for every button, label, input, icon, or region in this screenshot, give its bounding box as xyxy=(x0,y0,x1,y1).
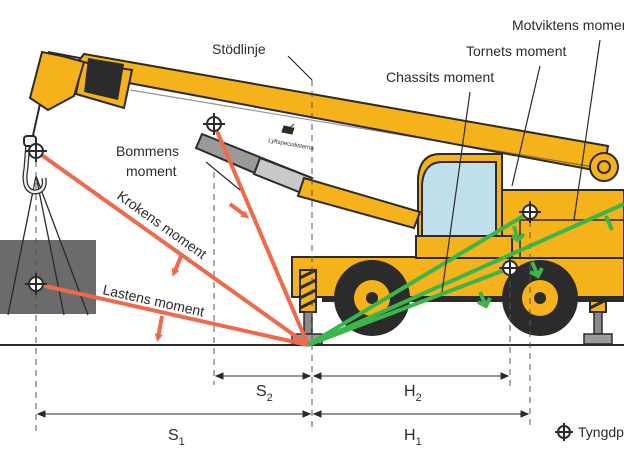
center-of-gravity-icon xyxy=(555,423,573,441)
green-moments xyxy=(306,202,624,347)
label-bommens-line2: moment xyxy=(126,163,177,179)
label-tornets-moment: Tornets moment xyxy=(466,43,566,59)
turntable xyxy=(415,235,513,259)
label-bommens-line1: Bommens xyxy=(116,143,179,159)
center-of-gravity-icon xyxy=(203,113,225,135)
label-krokens-moment: Krokens moment xyxy=(114,187,210,262)
legend: Tyngdpunkt xyxy=(555,423,624,441)
center-of-gravity-icon xyxy=(25,140,47,162)
dimension-s2: S2 xyxy=(256,383,273,404)
tower-pulley xyxy=(589,152,619,182)
hook-icon xyxy=(22,135,47,195)
dimension-lines xyxy=(36,372,530,418)
red-moment-arrows xyxy=(154,202,250,342)
legend-label: Tyngdpunkt xyxy=(578,424,624,440)
center-of-gravity-icon xyxy=(25,273,47,295)
label-leaders xyxy=(205,39,601,293)
dimension-h1: H1 xyxy=(404,427,422,448)
green-moment-arrows xyxy=(477,215,614,309)
center-of-gravity-icon xyxy=(519,201,541,223)
tire-icon xyxy=(502,260,578,336)
label-stodlinje: Stödlinje xyxy=(212,41,266,57)
brand-logo-text: Lyftspecialisterna xyxy=(268,138,315,152)
label-lastens-moment: Lastens moment xyxy=(101,281,206,319)
label-chassits-moment: Chassits moment xyxy=(386,69,494,85)
label-motviktens-moment: Motviktens moment xyxy=(512,17,624,33)
red-moments xyxy=(34,123,310,347)
dimension-s1: S1 xyxy=(168,427,185,448)
load xyxy=(0,175,96,316)
cab xyxy=(417,153,503,259)
dimension-h2: H2 xyxy=(404,383,422,404)
center-of-gravity-icon xyxy=(499,257,521,279)
